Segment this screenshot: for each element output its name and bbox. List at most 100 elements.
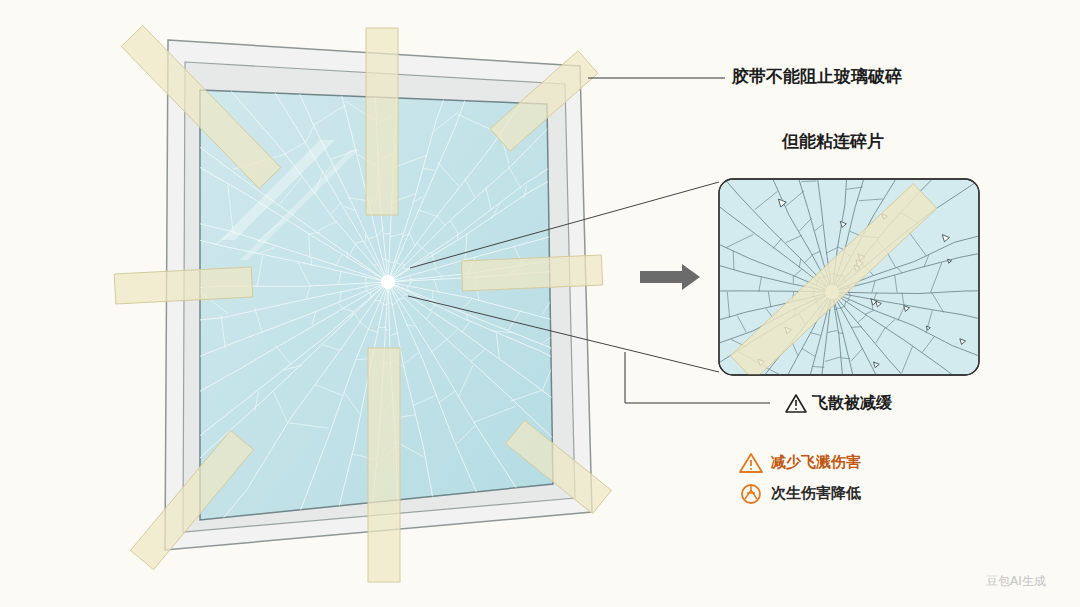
crack-ring [378,327,385,328]
crack-ring [255,308,263,333]
tape-strip [490,51,598,151]
inset-cracks [719,179,979,375]
crack-line [0,193,388,282]
crack-ring [457,425,475,443]
crack-ring [365,234,367,242]
crack-ring [550,348,556,361]
crack-ring [434,112,459,131]
tape-strip [506,420,612,513]
crack-ring [413,395,436,406]
glass-shard [778,199,786,207]
crack-ring [385,330,390,331]
glass-shard [876,301,882,307]
crack-ring [924,255,929,267]
glass-shard [873,362,879,368]
crack-line [388,282,693,570]
crack-ring [409,276,411,279]
crack-ring [318,221,337,231]
crack-ring [846,300,849,302]
crack-ring [257,247,275,254]
crack-ring [465,234,467,260]
crack-ring [786,191,804,207]
crack-line [832,292,890,375]
crack-ring [492,204,500,219]
glass-shard [948,259,952,263]
crack-ring [799,259,800,268]
crack-ring [340,291,342,302]
crack-ring [434,280,439,293]
crack-ring [465,178,475,197]
crack-ring [457,233,458,239]
crack-ring [872,280,875,292]
crack-ring [524,185,527,199]
crack-ring [344,206,354,210]
tape-strip [130,430,253,569]
crack-ring [802,348,815,356]
crack-ring [312,311,316,325]
crack-ring [342,308,354,311]
crack-ring [841,357,850,359]
crack-ring [360,322,369,330]
crack-ring [314,105,346,124]
crack-ring [339,272,341,284]
crack-ring [396,262,400,265]
crack-ring [331,202,341,214]
crack-ring [737,316,746,332]
crack-ring [846,187,863,189]
crack-ring [375,300,380,301]
crack-ring [396,299,399,301]
tape-strip [461,255,602,291]
crack-ring [257,219,284,242]
crack-line [69,282,388,555]
callout-text: 飞散被减缓 [812,393,892,412]
crack-ring [402,268,407,270]
crack-ring [368,236,377,238]
crack-line [88,282,388,576]
crack-ring [799,218,811,231]
crack-ring [355,314,359,322]
crack-ring [402,234,408,237]
glass-shard [840,221,846,227]
crack-ring [310,259,312,266]
crack-ring [848,295,851,298]
crack-ring [876,328,885,343]
impact-point [381,275,395,289]
crack-ring [343,392,359,414]
crack-ring [331,150,357,160]
crack-ring [473,406,515,422]
crack-ring [437,216,445,226]
crack-ring [836,308,840,309]
crack-ring [306,124,314,141]
crack-ring [323,345,340,350]
crack-ring [391,333,399,336]
crack-ring [404,353,418,363]
crack-ring [926,310,932,333]
glass-shard [904,306,910,312]
crack-line [173,0,388,282]
crack-ring [423,248,429,254]
crack-line [832,292,864,375]
tape-strip [114,267,253,304]
crack-ring [768,292,770,308]
crack-ring [370,292,371,297]
crack-ring [432,291,433,300]
crack-ring [733,251,735,271]
crack-ring [221,315,226,348]
tape-strip [366,28,398,215]
crack-ring [276,346,291,365]
crack-ring [406,269,409,270]
crack-ring [365,277,366,283]
crack-ring [280,178,301,204]
crack-ring [274,392,288,423]
crack-line [832,292,974,375]
crack-ring [367,291,369,293]
crack-ring [805,255,813,262]
crack-ring [848,292,850,295]
zoom-line [410,182,719,268]
crack-ring [309,234,310,258]
crack-ring [895,275,897,292]
injury-icon [742,485,760,503]
crack-ring [492,331,514,333]
crack-ring [773,238,782,248]
crack-ring [466,314,468,320]
